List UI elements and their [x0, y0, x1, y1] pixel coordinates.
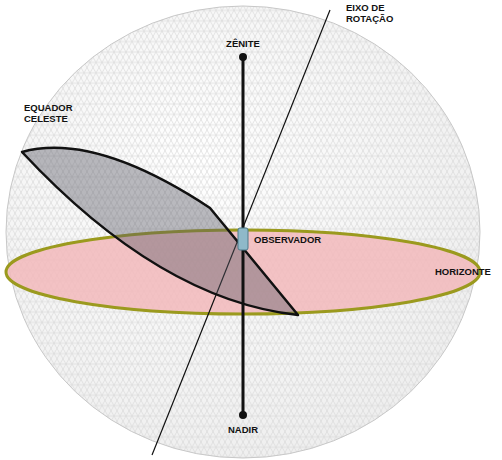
observer-figure: [238, 228, 248, 250]
zenith-label: ZÊNITE: [208, 38, 278, 49]
zenith-dot: [239, 53, 247, 61]
horizon-label: HORIZONTE: [435, 266, 499, 277]
nadir-dot: [239, 411, 247, 419]
equator-plane: [22, 148, 298, 315]
nadir-label: NADIR: [213, 424, 273, 435]
axis-label: EIXO DE ROTAÇÃO: [346, 2, 426, 24]
sphere-outline: [6, 6, 480, 458]
equator-label: EQUADOR CELESTE: [24, 102, 86, 124]
observer-label: OBSERVADOR: [254, 234, 344, 245]
